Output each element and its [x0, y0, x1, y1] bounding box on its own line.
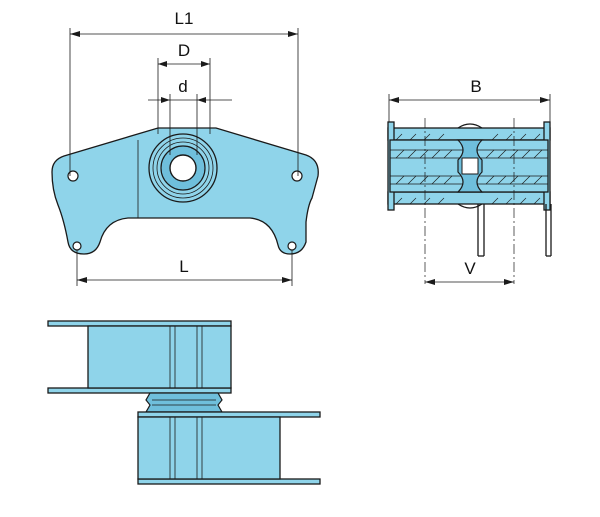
section-view: B V: [387, 77, 552, 285]
dim-label-B: B: [470, 77, 481, 96]
mount-hole-bottom-right: [287, 241, 297, 251]
dim-label-d: d: [178, 77, 187, 96]
mount-hole-bottom-left: [72, 241, 82, 251]
side-view: [47, 320, 321, 485]
bore-hole: [169, 154, 197, 182]
dim-label-L: L: [179, 257, 188, 276]
dim-label-L1: L1: [175, 9, 194, 28]
mount-hole-top-right: [291, 170, 303, 182]
mount-hole-top-left: [67, 170, 79, 182]
dim-label-V: V: [464, 259, 476, 278]
front-view: L1 D d L: [51, 9, 319, 286]
dim-label-D: D: [178, 41, 190, 60]
